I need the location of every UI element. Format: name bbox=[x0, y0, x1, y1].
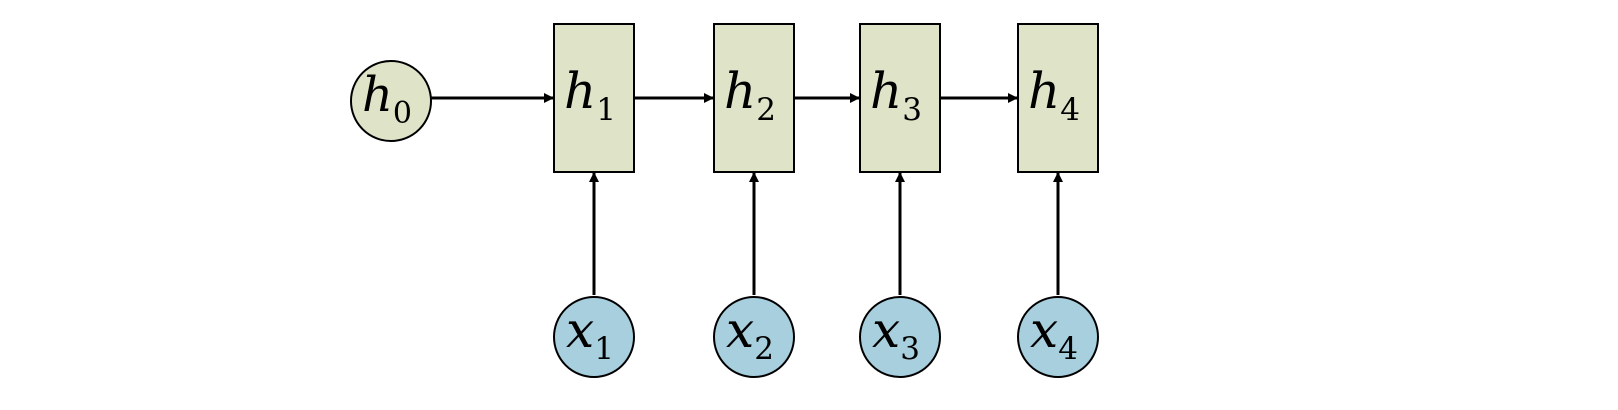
hidden-state-1-symbol: h bbox=[564, 62, 596, 120]
input-1-subscript: 1 bbox=[594, 331, 614, 367]
input-2-symbol: x bbox=[726, 301, 754, 359]
input-node-4: x4 bbox=[1017, 296, 1099, 378]
hidden-state-4-symbol: h bbox=[1028, 62, 1060, 120]
hidden-state-box-4 bbox=[1017, 23, 1099, 173]
hidden-state-4-label: h4 bbox=[1028, 62, 1080, 128]
input-3-symbol: x bbox=[872, 301, 900, 359]
input-circle-2 bbox=[713, 296, 795, 378]
hidden-state-node-3: h3 bbox=[859, 23, 941, 173]
input-2-subscript: 2 bbox=[754, 331, 774, 367]
hidden-state-3-label: h3 bbox=[870, 62, 922, 128]
initial-state-node: h0 bbox=[350, 60, 432, 142]
input-1-label: x1 bbox=[566, 301, 614, 367]
input-node-3: x3 bbox=[859, 296, 941, 378]
input-circle-1 bbox=[553, 296, 635, 378]
input-node-1: x1 bbox=[553, 296, 635, 378]
hidden-state-3-symbol: h bbox=[870, 62, 902, 120]
hidden-state-1-label: h1 bbox=[564, 62, 616, 128]
input-2-label: x2 bbox=[726, 301, 774, 367]
initial-state-label: h0 bbox=[362, 67, 412, 131]
hidden-state-node-1: h1 bbox=[553, 23, 635, 173]
input-4-symbol: x bbox=[1030, 301, 1058, 359]
hidden-state-2-subscript: 2 bbox=[756, 92, 776, 128]
initial-state-circle bbox=[350, 60, 432, 142]
input-4-subscript: 4 bbox=[1058, 331, 1078, 367]
initial-state-symbol: h bbox=[362, 67, 393, 123]
input-4-label: x4 bbox=[1030, 301, 1078, 367]
input-1-symbol: x bbox=[566, 301, 594, 359]
hidden-state-box-1 bbox=[553, 23, 635, 173]
hidden-state-2-symbol: h bbox=[724, 62, 756, 120]
hidden-state-1-subscript: 1 bbox=[596, 92, 616, 128]
hidden-state-box-3 bbox=[859, 23, 941, 173]
hidden-state-2-label: h2 bbox=[724, 62, 776, 128]
input-node-2: x2 bbox=[713, 296, 795, 378]
hidden-state-node-4: h4 bbox=[1017, 23, 1099, 173]
initial-state-subscript: 0 bbox=[393, 96, 412, 131]
input-circle-4 bbox=[1017, 296, 1099, 378]
edges-layer bbox=[431, 93, 1063, 295]
hidden-state-box-2 bbox=[713, 23, 795, 173]
input-3-label: x3 bbox=[872, 301, 920, 367]
input-3-subscript: 3 bbox=[900, 331, 920, 367]
hidden-state-node-2: h2 bbox=[713, 23, 795, 173]
hidden-state-3-subscript: 3 bbox=[902, 92, 922, 128]
hidden-state-4-subscript: 4 bbox=[1060, 92, 1080, 128]
input-circle-3 bbox=[859, 296, 941, 378]
